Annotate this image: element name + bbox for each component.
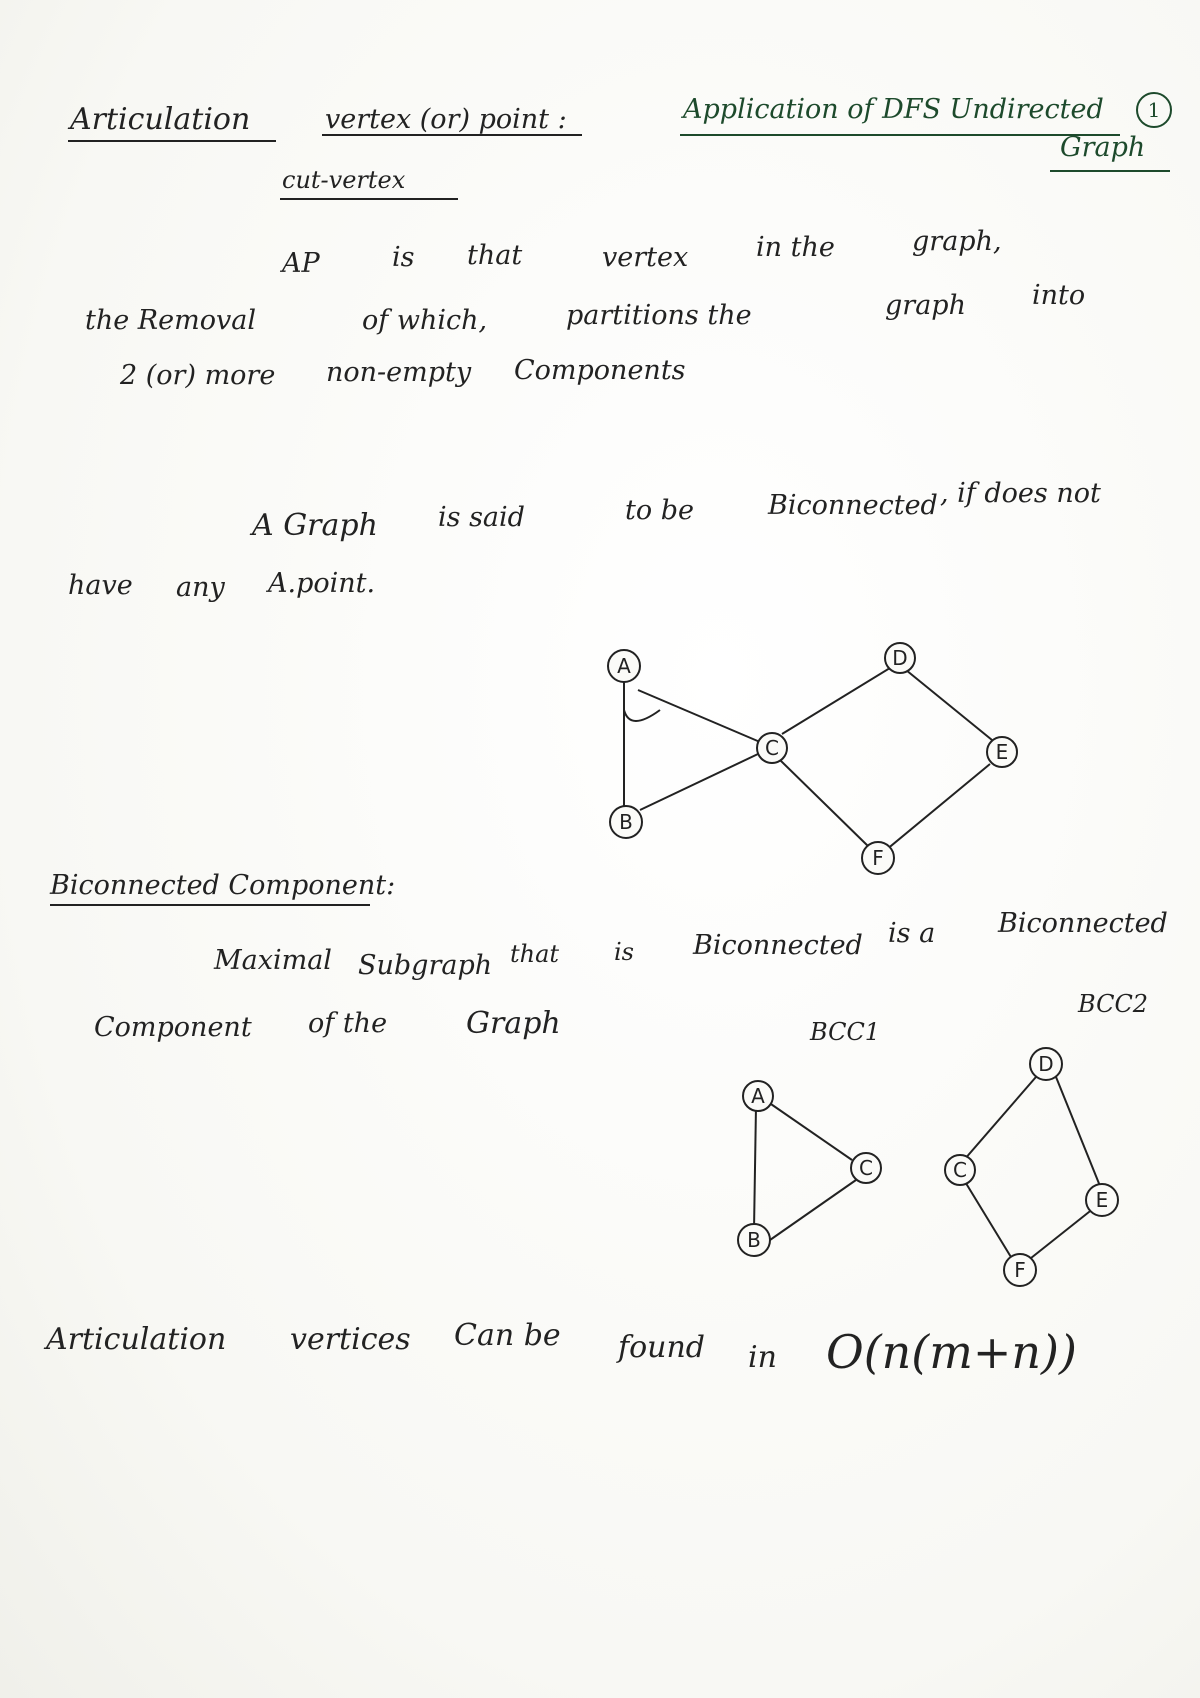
bicon-line2-c: A.point. [268, 568, 376, 599]
bcc1-node-b [737, 1223, 771, 1257]
node-e [986, 736, 1018, 768]
header-left-underline-2 [322, 134, 582, 136]
node-a [607, 649, 641, 683]
edge-bcc1-b-c [769, 1179, 857, 1241]
edge-c-d [781, 667, 891, 735]
def-vertex: vertex [602, 242, 689, 273]
footer-a: Articulation [46, 1322, 227, 1357]
bcc1-label: BCC1 [810, 1018, 881, 1046]
comp-f: is a [888, 918, 936, 949]
label-e: E [996, 740, 1009, 764]
edge-bcc1-a-c [767, 1101, 853, 1161]
bicon-a: A Graph [252, 508, 378, 543]
graph-main: A B C D E F [607, 642, 1018, 875]
header-left-title: Articulation [70, 102, 251, 137]
bcc2-label-d: D [1038, 1052, 1053, 1076]
comp-e: Biconnected [693, 930, 863, 961]
angle-mark [623, 709, 661, 722]
bcc2-node-f [1003, 1253, 1037, 1287]
page-number: 1 [1136, 92, 1172, 128]
bcc2-node-e [1085, 1183, 1119, 1217]
bcc1-node-a [742, 1080, 774, 1112]
comp-a: Maximal [214, 945, 332, 976]
comp-line2-b: of the [308, 1008, 388, 1039]
header-left-underline [68, 140, 276, 142]
edge-bcc2-f-e [1025, 1207, 1095, 1263]
footer-d: found [618, 1330, 706, 1365]
graph-bcc2: C D E F [944, 1047, 1119, 1287]
header-right-underline-2 [1050, 170, 1170, 172]
def-that: that [467, 240, 523, 271]
footer-c: Can be [454, 1318, 561, 1353]
footer-b: vertices [290, 1322, 411, 1357]
def-line2-e: into [1032, 280, 1086, 311]
bicon-line2-b: any [176, 572, 225, 603]
edge-bcc2-d-e [1053, 1071, 1101, 1187]
edge-f-e [885, 763, 991, 851]
bcc2-node-c [944, 1154, 976, 1186]
def-in-the: in the [756, 232, 835, 263]
bicon-line2-a: have [68, 570, 133, 601]
header-right-graph: Graph [1060, 132, 1146, 163]
edge-bcc1-a-b [753, 1105, 757, 1231]
bcc2-label: BCC2 [1078, 990, 1149, 1018]
def-line2-c: partitions the [566, 300, 752, 331]
label-c: C [765, 736, 779, 760]
label-f: F [872, 846, 884, 870]
def-line3-a: 2 (or) more [120, 360, 276, 391]
footer-complexity: O(n(m+n)) [826, 1325, 1077, 1379]
def-line3-b: non-empty [326, 357, 472, 388]
def-graph: graph, [912, 226, 1002, 257]
def-line2-d: graph [885, 290, 966, 321]
edge-bcc2-c-f [963, 1179, 1015, 1263]
comp-d: is [614, 938, 634, 966]
header-right-underline [680, 134, 1120, 136]
bcc2-label-f: F [1014, 1258, 1026, 1282]
label-a: A [617, 654, 631, 678]
def-line2-b: of which, [362, 305, 488, 336]
alias-underline [280, 198, 458, 200]
edge-b-c [639, 753, 759, 811]
node-b [609, 805, 643, 839]
bicon-b: is said [438, 502, 525, 533]
def-line2-a: the Removal [85, 305, 256, 336]
node-c [756, 732, 788, 764]
bcc1-label-a: A [751, 1084, 765, 1108]
graph-bcc1: A B C [737, 1080, 882, 1257]
node-d [884, 642, 916, 674]
alias-cut-vertex: cut-vertex [282, 166, 406, 194]
label-b: B [619, 810, 633, 834]
header-right-title: Application of DFS Undirected [683, 94, 1104, 125]
bcc1-label-c: C [859, 1156, 873, 1180]
bicon-d: Biconnected [768, 490, 938, 521]
comp-b: Subgraph [358, 950, 493, 981]
comp-line2-c: Graph [466, 1006, 561, 1041]
bcc2-label-e: E [1096, 1188, 1109, 1212]
edge-d-e [905, 669, 993, 741]
header-left-title-2: vertex (or) point : [325, 104, 567, 135]
label-d: D [892, 646, 907, 670]
def-line3-c: Components [514, 355, 686, 386]
bcc1-node-c [850, 1152, 882, 1184]
edge-bcc2-c-d [963, 1069, 1043, 1161]
def-ap: AP [282, 248, 320, 279]
bcc2-label-c: C [953, 1158, 967, 1182]
edge-c-f [779, 759, 871, 849]
bicon-e: , if does not [940, 478, 1101, 509]
bicon-c: to be [625, 495, 694, 526]
comp-c: that [510, 940, 560, 968]
edge-a-c [637, 689, 761, 743]
bcc2-node-d [1029, 1047, 1063, 1081]
component-heading: Biconnected Component: [50, 870, 396, 901]
component-underline [50, 904, 370, 906]
comp-line2-a: Component [94, 1012, 252, 1043]
node-f [861, 841, 895, 875]
footer-e: in [748, 1340, 777, 1375]
comp-g: Biconnected [998, 908, 1168, 939]
bcc1-label-b: B [747, 1228, 761, 1252]
def-is: is [392, 242, 415, 273]
